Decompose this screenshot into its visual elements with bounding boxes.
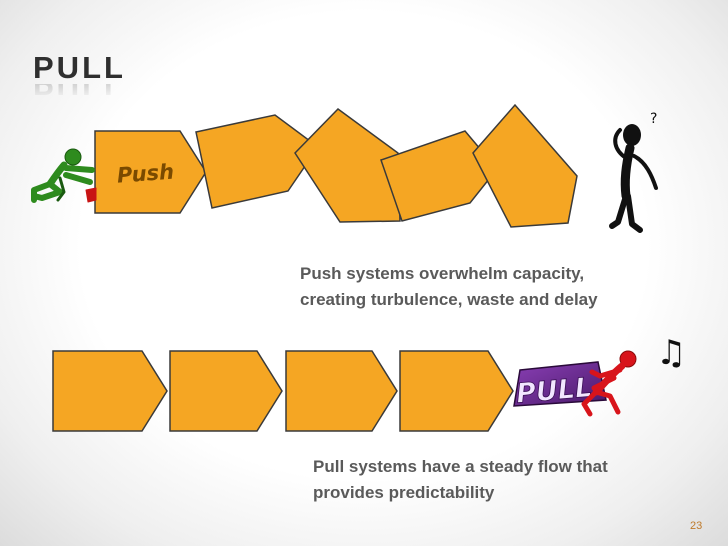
- pull-block-row: [52, 350, 514, 432]
- push-block-5: [472, 103, 578, 228]
- question-mark-text: ?: [650, 111, 657, 127]
- pull-block-3: [285, 350, 398, 432]
- push-block-2: [195, 114, 320, 209]
- slide-title: PULL: [33, 50, 126, 85]
- music-note-icon: ♫: [656, 333, 686, 373]
- push-block-4: [380, 130, 498, 222]
- pull-sign: PULL: [513, 361, 607, 410]
- push-label: Push: [116, 160, 175, 188]
- push-block-row: [94, 103, 578, 228]
- pulling-stick-figure-icon: [581, 350, 637, 417]
- pull-block-1: [52, 350, 168, 432]
- pull-block-2: [169, 350, 283, 432]
- page-number: 23: [690, 520, 703, 532]
- pushing-stick-figure-icon: [31, 148, 97, 203]
- push-caption: Push systems overwhelm capacity, creatin…: [300, 264, 598, 309]
- confused-stick-figure-icon: ?: [609, 111, 658, 233]
- pull-label: PULL: [515, 372, 594, 410]
- pull-caption: Pull systems have a steady flow that pro…: [313, 457, 608, 502]
- pull-block-4: [399, 350, 514, 432]
